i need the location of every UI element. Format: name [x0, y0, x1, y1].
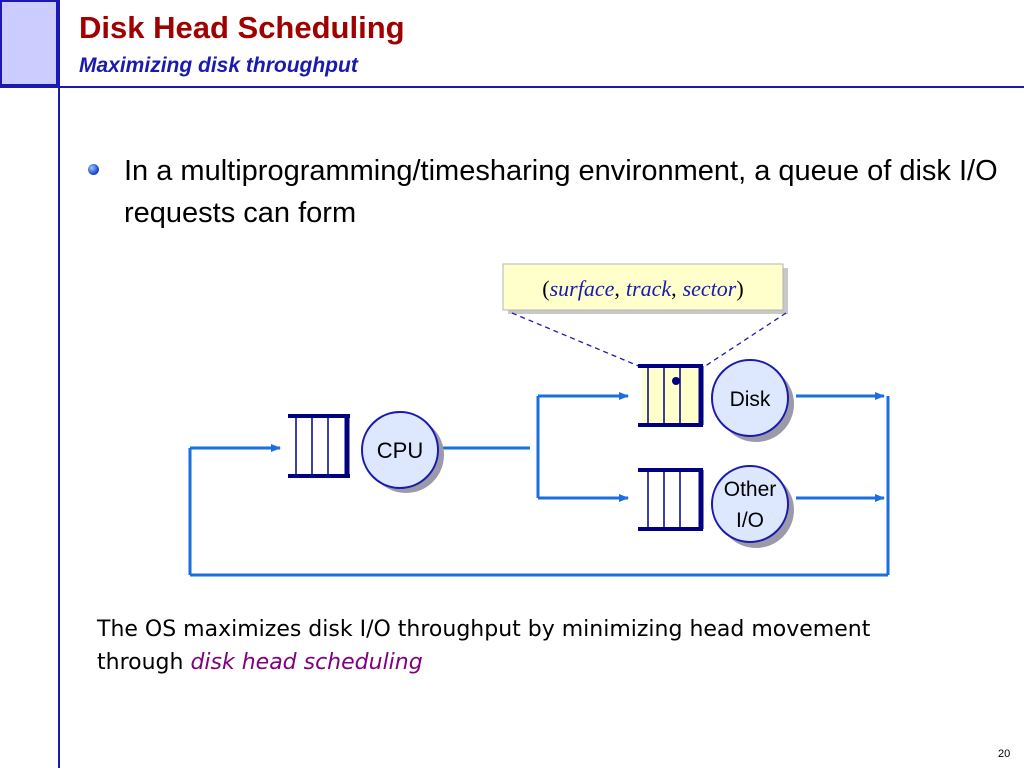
corner-decoration	[0, 0, 58, 86]
page-number: 20	[998, 748, 1011, 760]
cpu-label: CPU	[377, 438, 423, 463]
flow-lines	[188, 392, 890, 577]
tuple-surface: surface	[550, 276, 615, 301]
tuple-comma-2: ,	[671, 276, 677, 301]
slide-subtitle: Maximizing disk throughput	[79, 54, 358, 77]
request-tuple-box: (surface,track,sector)	[502, 263, 788, 314]
tuple-comma-1: ,	[614, 276, 620, 301]
tuple-sector: sector	[683, 276, 737, 301]
tuple-track: track	[626, 276, 672, 301]
other-io-node: Other I/O	[711, 465, 794, 548]
cpu-queue	[288, 414, 350, 478]
footnote-body: The OS maximizes disk I/O throughput by …	[97, 617, 871, 675]
cpu-node: CPU	[361, 411, 444, 493]
tuple-close-paren: )	[736, 276, 743, 301]
other-io-queue	[638, 468, 704, 531]
disk-node: Disk	[711, 359, 794, 442]
svg-text:(surface,track,sector): (surface,track,sector)	[542, 276, 743, 301]
header-rule	[0, 86, 1024, 88]
request-dot	[672, 377, 680, 385]
footnote-text: The OS maximizes disk I/O throughput by …	[97, 613, 957, 679]
footnote-emphasis: disk head scheduling	[190, 650, 423, 675]
left-rule	[58, 0, 60, 768]
bullet-icon	[88, 164, 99, 175]
other-io-label-line1: Other	[724, 478, 777, 501]
disk-label: Disk	[730, 388, 771, 411]
tuple-open-paren: (	[542, 276, 549, 301]
slide-title: Disk Head Scheduling	[79, 10, 405, 45]
bullet-text: In a multiprogramming/timesharing enviro…	[124, 155, 998, 229]
other-io-label-line2: I/O	[736, 509, 764, 532]
disk-queue	[638, 364, 704, 427]
